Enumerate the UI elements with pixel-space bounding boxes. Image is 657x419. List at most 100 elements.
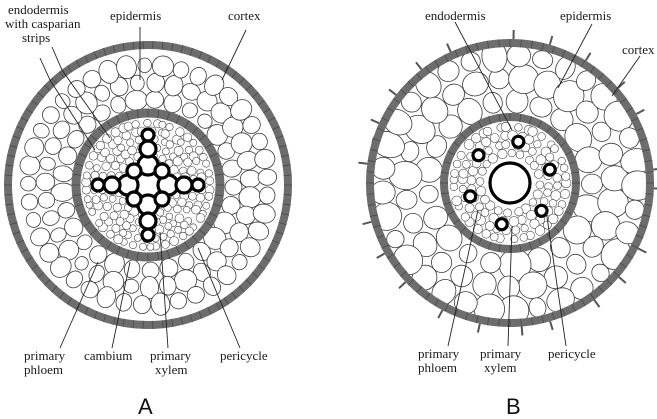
- xylem-vessel: [155, 164, 169, 178]
- stele-cell: [129, 241, 136, 248]
- xylem-vessel: [127, 192, 141, 206]
- stele-cell: [533, 190, 542, 199]
- stele-cell: [103, 202, 111, 210]
- stele-cell: [179, 232, 187, 240]
- stele-cell: [534, 170, 543, 179]
- root-hair: [478, 324, 480, 333]
- stele-cell: [521, 225, 528, 232]
- cortex-cell: [123, 259, 142, 280]
- stele-cell: [529, 199, 537, 207]
- root-hair: [358, 163, 367, 164]
- stele-cell: [109, 195, 116, 202]
- stele-cell: [554, 182, 562, 190]
- stele-cell: [481, 137, 490, 146]
- stele-cell: [147, 243, 154, 250]
- root-hair: [522, 327, 523, 336]
- panel-b-pericycle-label: pericycle: [548, 346, 596, 361]
- stele-cell: [511, 226, 519, 234]
- ring-cell-wall: [284, 195, 292, 196]
- stele-cell: [166, 213, 173, 220]
- cortex-cell: [52, 164, 74, 182]
- root-hair: [416, 62, 422, 69]
- stele-cell: [452, 196, 462, 206]
- stele-cell: [166, 123, 173, 130]
- stele-cell: [538, 133, 546, 141]
- stele-cell: [159, 121, 166, 128]
- stele-cell: [93, 165, 100, 172]
- stele-cell: [485, 147, 493, 155]
- stele-cell: [478, 167, 486, 175]
- panel-a-letter: A: [138, 394, 153, 419]
- stele-cell: [159, 155, 166, 162]
- stele-cell: [450, 183, 458, 191]
- stele-cell: [203, 160, 210, 167]
- cortex-cell: [259, 186, 276, 204]
- stele-cell: [476, 186, 486, 196]
- stele-cell: [174, 205, 182, 213]
- stele-cell: [85, 161, 93, 169]
- stele-cell: [170, 237, 179, 246]
- stele-cell: [175, 226, 182, 233]
- cortex-cell: [124, 89, 149, 112]
- panel-a-epidermis-label: epidermis: [110, 8, 161, 23]
- stele-cell: [535, 226, 545, 236]
- stele-cell: [166, 141, 174, 149]
- panel-a-monocot-root: endodermiswith casparianstrips epidermis…: [4, 2, 292, 419]
- cortex-cell: [20, 193, 38, 211]
- stele-cell: [476, 178, 484, 186]
- stele-cell: [113, 203, 121, 211]
- root-hair: [389, 89, 396, 95]
- stele-cell: [155, 225, 164, 234]
- stele-cell: [453, 160, 461, 168]
- cortex-cell: [581, 174, 602, 194]
- stele-cell: [205, 170, 212, 177]
- panel-b-epidermis-label: epidermis: [560, 8, 611, 23]
- panel-a-primary-phloem-label: primaryphloem: [24, 348, 66, 377]
- stele-cell: [509, 217, 519, 227]
- root-hair: [638, 249, 646, 253]
- stele-cell: [546, 153, 554, 161]
- protoxylem-vessel: [465, 191, 476, 202]
- xylem-vessel: [140, 141, 156, 157]
- root-hair: [619, 277, 626, 283]
- stele-cell: [187, 166, 196, 175]
- panel-a-pericycle-label: pericycle: [220, 348, 268, 363]
- stele-cell: [100, 212, 108, 220]
- stele-cell: [114, 235, 123, 244]
- stele-cell: [485, 221, 494, 230]
- stele-cell: [544, 189, 552, 197]
- stele-cell: [554, 207, 563, 216]
- stele-cell: [193, 157, 200, 164]
- xylem-vessel: [92, 179, 104, 191]
- cortex-cell: [240, 170, 261, 188]
- stele-cell: [124, 122, 133, 131]
- cortex-cell: [24, 211, 42, 230]
- stele-cell: [92, 196, 100, 204]
- panel-b-dicot-root: endodermis epidermis cortex primaryphloe…: [358, 8, 657, 419]
- protoxylem-vessel: [536, 205, 547, 216]
- xylem-vessel: [104, 177, 120, 193]
- stele-cell: [502, 141, 510, 149]
- root-hair: [636, 110, 644, 114]
- stele-cell: [103, 134, 112, 143]
- xylem-vessel: [140, 213, 156, 229]
- stele-cell: [96, 141, 105, 150]
- root-hair: [438, 310, 442, 318]
- stele-cell: [551, 145, 559, 153]
- panel-a-cortex-label: cortex: [228, 8, 261, 23]
- root-hair: [371, 120, 379, 124]
- cortex-cell: [253, 147, 277, 170]
- stele-cell: [119, 198, 126, 205]
- stele-cell: [481, 195, 490, 204]
- root-hair: [447, 44, 451, 52]
- stele-cell: [549, 200, 557, 208]
- stele-cell: [203, 202, 210, 209]
- stele-cell: [520, 234, 528, 242]
- stele-cell: [475, 203, 483, 211]
- stele-cell: [176, 128, 185, 137]
- xylem-vessel: [142, 229, 154, 241]
- stele-cell: [132, 121, 140, 129]
- stele-cell: [534, 140, 542, 148]
- stele-cell: [529, 148, 537, 156]
- xylem-vessel: [142, 129, 154, 141]
